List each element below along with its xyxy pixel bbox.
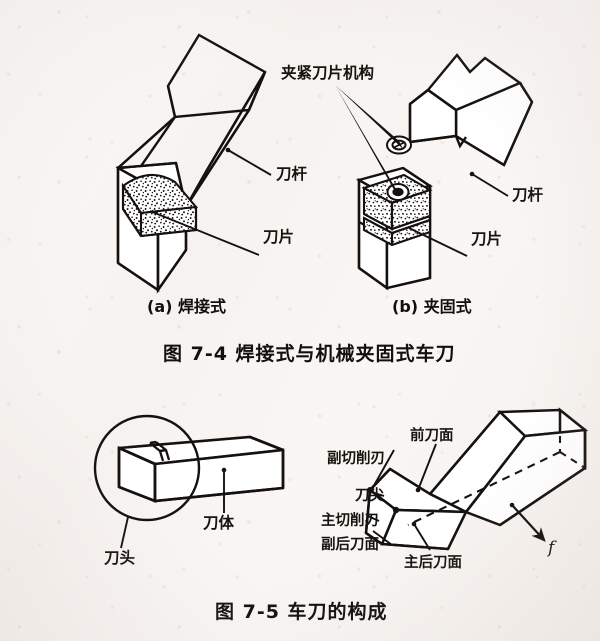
fig75-head-detail-circle [93,414,201,522]
fig75-right-leaders [367,443,546,551]
fig74b-leaders [335,85,509,257]
subcaption-a: (a) 焊接式 [147,297,226,316]
fig75-left-leaders [120,467,227,549]
label-minor-flank-face: 副后刀面 [321,537,379,553]
label-tool-head: 刀头 [104,549,136,567]
label-rake-face: 前刀面 [410,428,454,444]
fig74a-brazed-tool [115,33,267,294]
label-insert-b: 刀片 [471,230,503,248]
label-tool-shank-a: 刀杆 [276,165,308,183]
label-major-flank-face: 主后刀面 [404,555,462,571]
label-feed-direction: f [548,538,555,558]
label-tool-nose: 刀尖 [355,488,384,504]
label-tool-body: 刀体 [203,514,235,532]
label-minor-cutting-edge: 副切削刃 [327,451,385,467]
label-tool-shank-b: 刀杆 [512,186,544,204]
caption-fig-7-4: 图 7-4 焊接式与机械夹固式车刀 [163,343,456,365]
label-clamp-mechanism: 夹紧刀片机构 [281,64,375,82]
caption-fig-7-5: 图 7-5 车刀的构成 [215,601,388,623]
label-major-cutting-edge: 主切削刃 [321,513,379,529]
fig74b-clamp-screw [386,183,410,201]
fig74a-leaders [149,147,272,256]
fig74a-carbide-insert [121,173,199,238]
subcaption-b: (b) 夹固式 [392,297,472,316]
label-insert-a: 刀片 [263,228,295,246]
fig75-tool-geometry [364,407,589,551]
fig75-tool-bar [117,435,285,503]
fig74b-insert-stack [361,173,433,247]
